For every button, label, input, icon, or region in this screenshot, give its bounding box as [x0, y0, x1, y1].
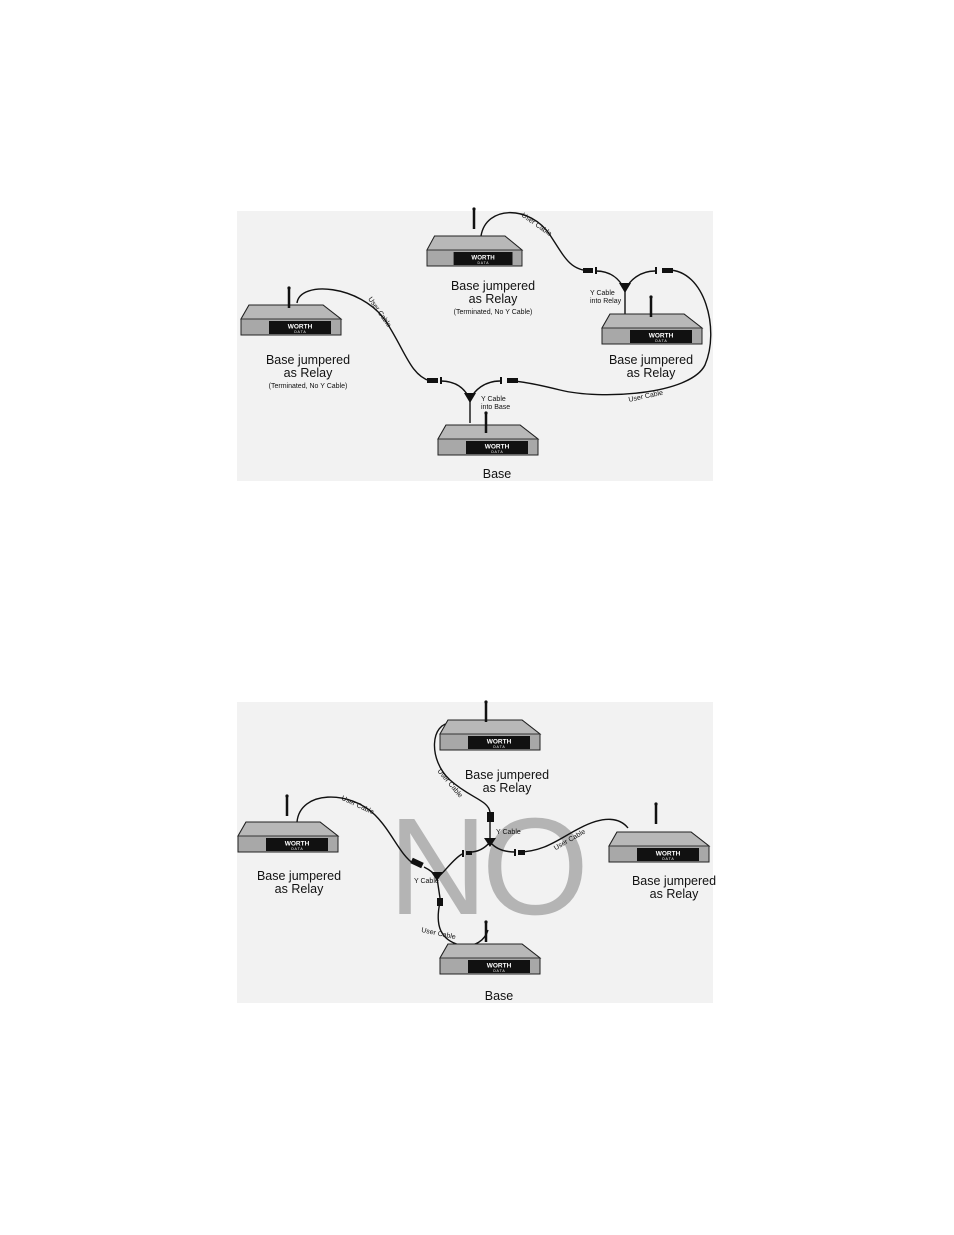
top-relay-left-unit	[240, 304, 342, 336]
bottom-relay-left-label: Base jumpered as Relay	[257, 870, 341, 896]
top-base-unit	[437, 424, 539, 456]
top-relay-left-label-text: Base jumpered as Relay	[265, 353, 351, 380]
top-relay-center-label-text: Base jumpered as Relay	[450, 279, 536, 306]
bottom-connectors	[410, 812, 525, 906]
top-relay-left-label: Base jumpered as Relay (Terminated, No Y…	[266, 354, 350, 391]
top-relay-right-label: Base jumpered as Relay	[609, 354, 693, 380]
top-y-cable-relay-caption: Y Cable into Relay	[590, 290, 622, 305]
bottom-relay-left-unit	[237, 821, 339, 853]
bottom-relay-right-unit	[608, 831, 710, 863]
top-base-label: Base	[483, 468, 512, 481]
top-relay-right-label-text: Base jumpered as Relay	[608, 353, 694, 380]
bottom-relay-right-label-text: Base jumpered as Relay	[631, 874, 717, 901]
bottom-base-label-text: Base	[484, 989, 514, 1003]
bottom-y-cable-caption-2: Y Cable	[414, 878, 439, 885]
bottom-y-cable-caption-1: Y Cable	[496, 829, 521, 836]
bottom-base-unit	[439, 943, 541, 975]
top-relay-left-note: (Terminated, No Y Cable)	[268, 383, 348, 390]
bottom-relay-top-label: Base jumpered as Relay	[465, 769, 549, 795]
top-relay-right-unit	[601, 313, 703, 345]
bottom-relay-left-label-text: Base jumpered as Relay	[256, 869, 342, 896]
bottom-relay-top-unit	[439, 719, 541, 751]
top-connectors	[427, 267, 673, 403]
top-relay-center-note: (Terminated, No Y Cable)	[453, 309, 533, 316]
top-relay-center-label: Base jumpered as Relay (Terminated, No Y…	[451, 280, 535, 317]
bottom-base-label: Base	[485, 990, 514, 1003]
bottom-relay-top-label-text: Base jumpered as Relay	[464, 768, 550, 795]
bottom-relay-right-label: Base jumpered as Relay	[632, 875, 716, 901]
top-base-label-text: Base	[482, 467, 512, 481]
top-relay-center-unit	[426, 235, 523, 267]
top-y-cable-base-caption: Y Cable into Base	[481, 396, 511, 411]
